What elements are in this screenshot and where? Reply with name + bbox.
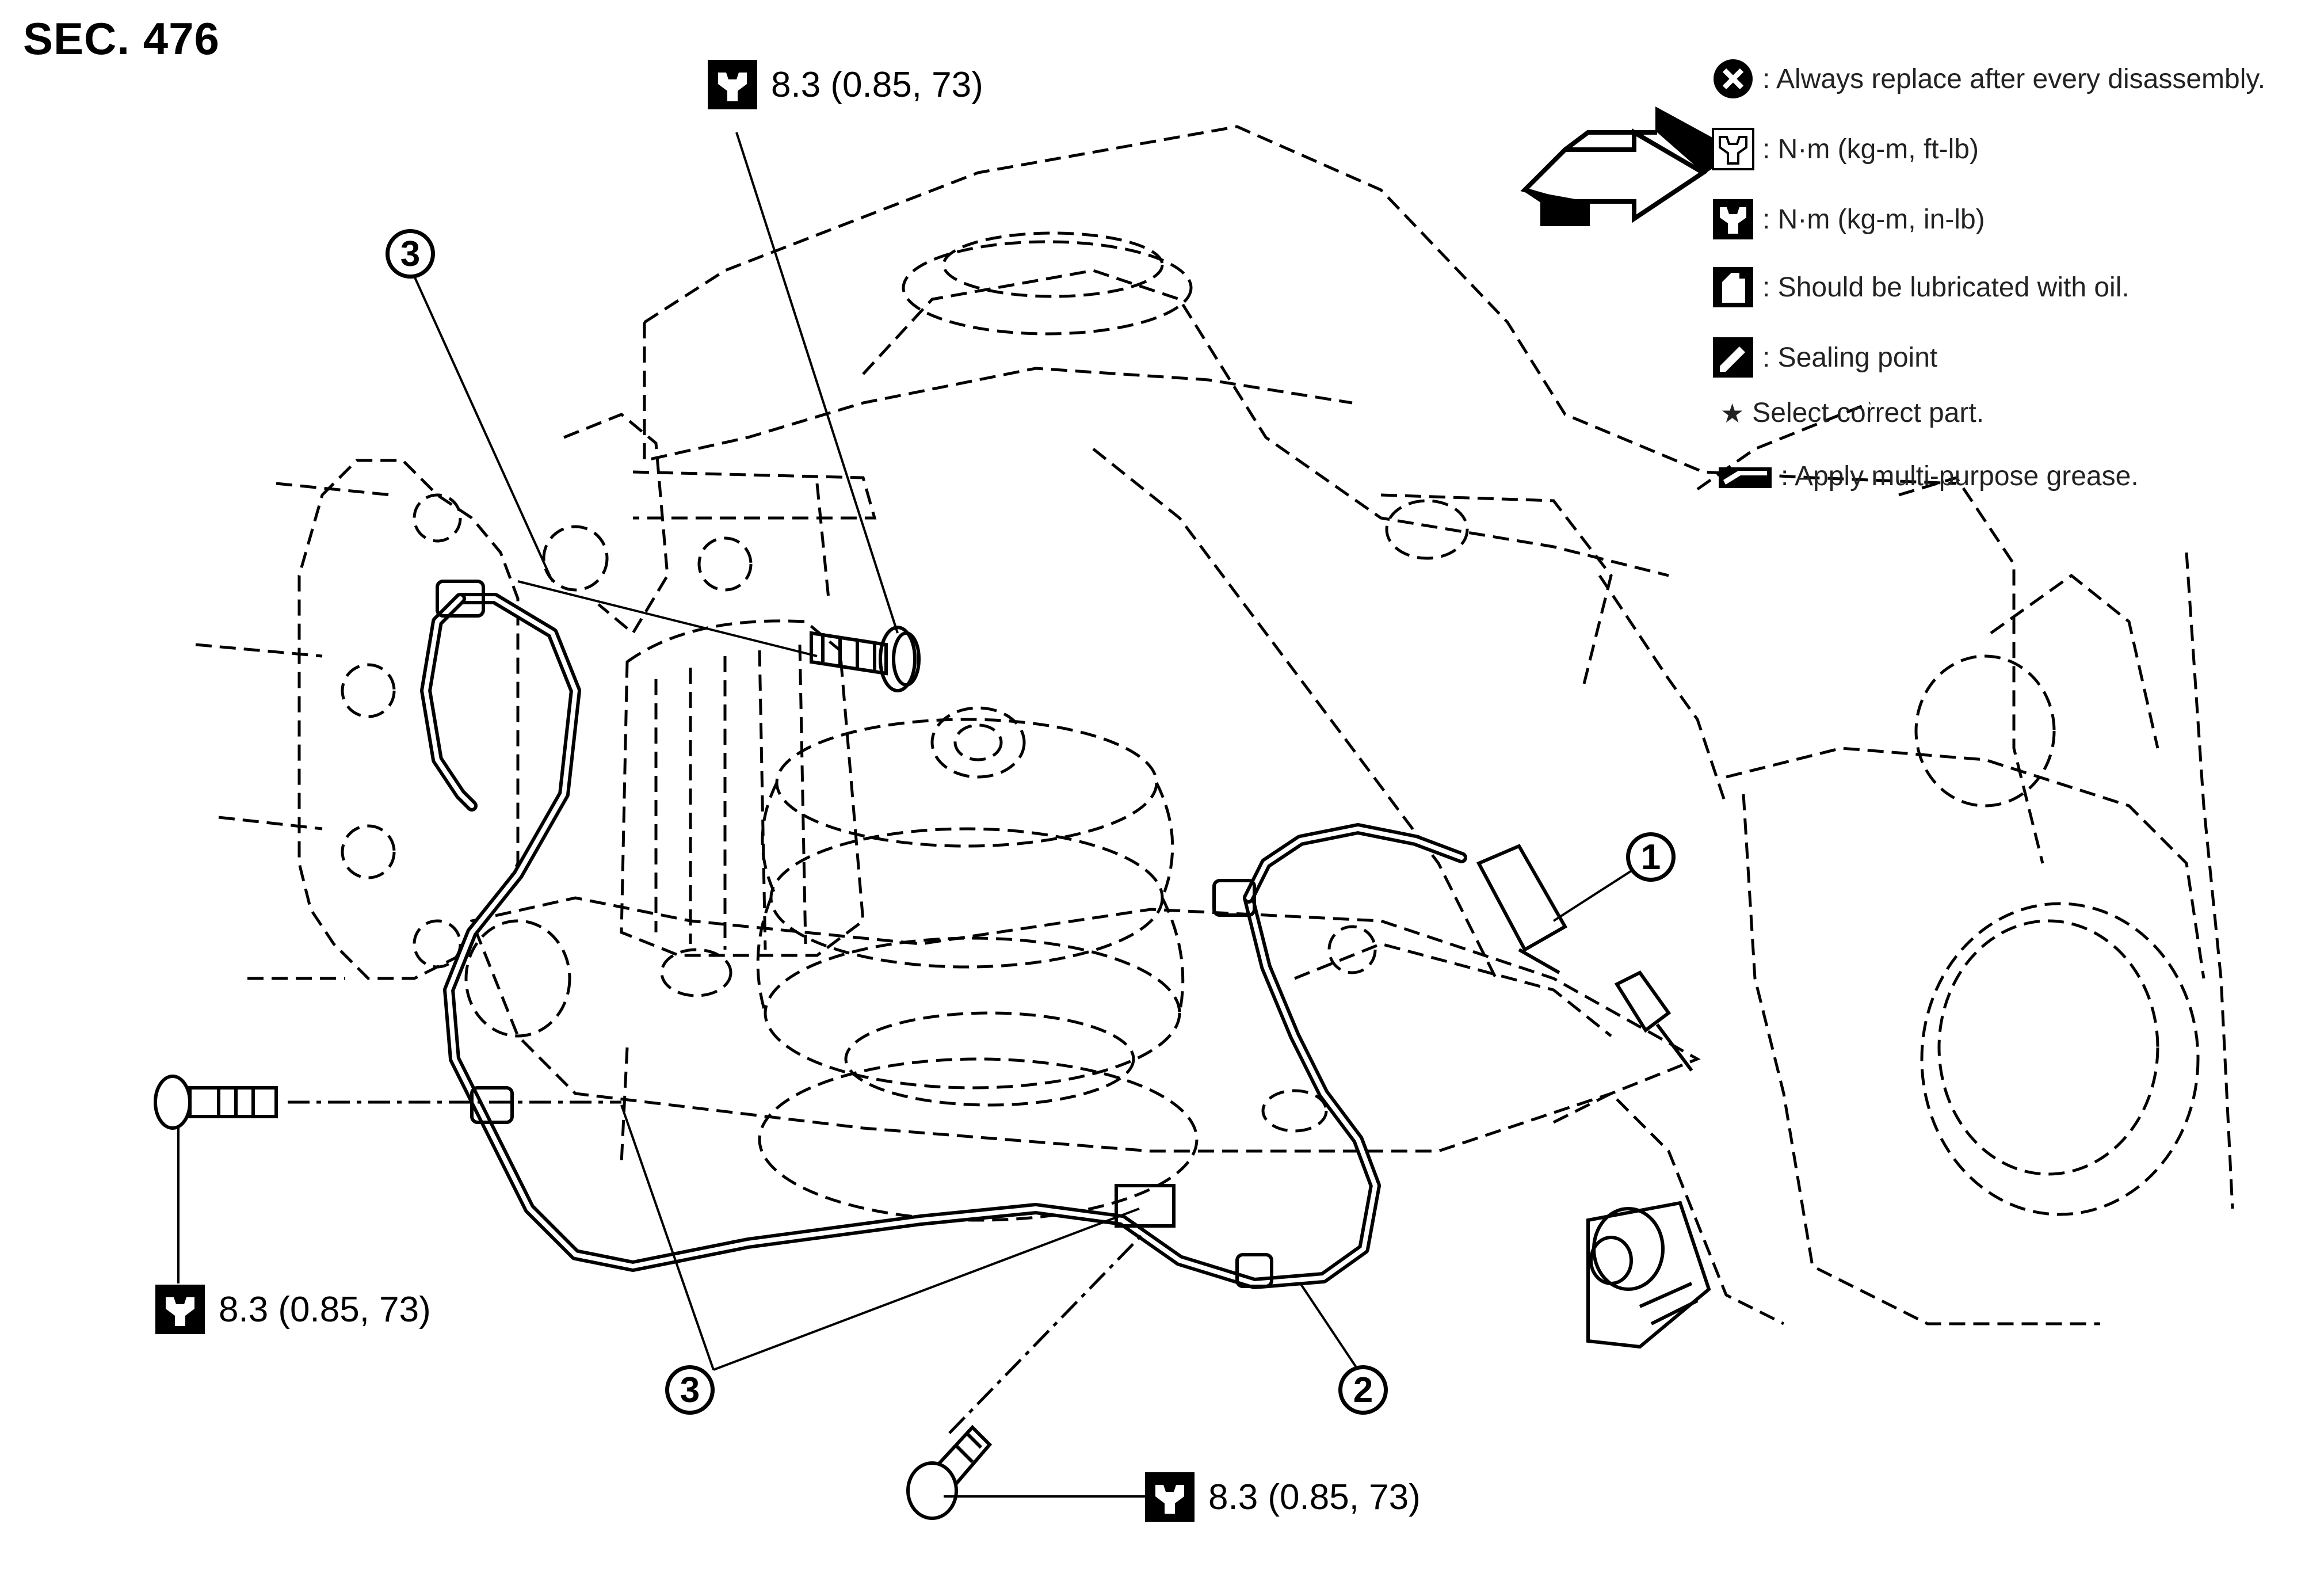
- torque-spec-top: 8.3 (0.85, 73): [708, 60, 983, 109]
- torque-spec-left: 8.3 (0.85, 73): [155, 1285, 431, 1334]
- legend-row-oil: : Should be lubricated with oil.: [1712, 266, 2130, 308]
- front-direction-arrow-icon: [1520, 106, 1722, 226]
- callout-2: 2: [1338, 1365, 1388, 1415]
- subframe-outline: [643, 125, 2234, 1325]
- sealing-point-icon: [1712, 336, 1754, 379]
- torque-ftlb-icon: [1712, 128, 1754, 170]
- torque-spec-bottom: 8.3 (0.85, 73): [1145, 1472, 1421, 1522]
- torque-value: 8.3 (0.85, 73): [219, 1289, 431, 1330]
- legend-row-grease: : Apply multi-purpose grease.: [1718, 460, 2139, 492]
- torque-value: 8.3 (0.85, 73): [771, 64, 983, 105]
- legend-text: : Apply multi-purpose grease.: [1781, 461, 2139, 492]
- legend-row-replace: : Always replace after every disassembly…: [1712, 58, 2265, 100]
- section-title: SEC. 476: [23, 13, 220, 64]
- callout-3-bottom: 3: [665, 1365, 715, 1415]
- legend-text: : Sealing point: [1762, 342, 1938, 373]
- bolt-top: [810, 626, 921, 692]
- torque-wrench-icon: [708, 60, 757, 109]
- legend-text: Select correct part.: [1752, 398, 1985, 428]
- legend-row-inlb: : N·m (kg-m, in-lb): [1712, 198, 1985, 241]
- sensor-harness: [420, 580, 1467, 1289]
- bolt-bottom: [906, 1424, 993, 1520]
- always-replace-icon: [1712, 58, 1754, 100]
- callout-1: 1: [1626, 832, 1676, 882]
- legend-text: : Always replace after every disassembly…: [1762, 63, 2266, 94]
- torque-value: 8.3 (0.85, 73): [1208, 1477, 1421, 1517]
- legend-row-sealing: : Sealing point: [1712, 336, 1937, 379]
- shock-absorber: [620, 619, 1026, 957]
- grease-icon: [1718, 463, 1773, 490]
- torque-wrench-icon: [1145, 1472, 1195, 1522]
- legend-text: : N·m (kg-m, in-lb): [1762, 204, 1985, 235]
- sensor-connector: [1476, 844, 1693, 1072]
- lower-link: [464, 896, 1701, 1153]
- oil-can-icon: [1712, 266, 1754, 308]
- callout-3-top: 3: [386, 229, 435, 279]
- legend-text: : Should be lubricated with oil.: [1762, 272, 2130, 303]
- bolt-left: [154, 1075, 278, 1130]
- stabilizer-bushing: [1586, 1201, 1711, 1349]
- legend-text: : N·m (kg-m, ft-lb): [1762, 134, 1979, 165]
- legend-row-star: ★ Select correct part.: [1720, 397, 1984, 429]
- star-icon: ★: [1720, 398, 1745, 428]
- coil-spring: [756, 718, 1199, 1222]
- torque-inlb-icon: [1712, 198, 1754, 241]
- torque-wrench-icon: [155, 1285, 205, 1334]
- legend-row-ftlb: : N·m (kg-m, ft-lb): [1712, 128, 1979, 170]
- leader-lines: [177, 132, 1635, 1498]
